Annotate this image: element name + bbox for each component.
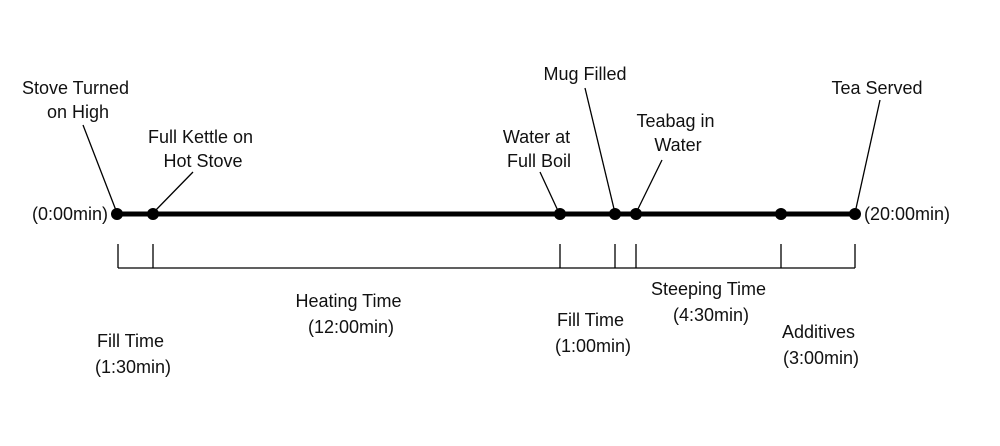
leader-kettle-on xyxy=(152,171,194,214)
event-label-mug-filled: Mug Filled xyxy=(543,64,626,84)
leader-stove-on xyxy=(82,124,118,214)
dot-stove-on xyxy=(111,208,123,220)
event-label-full-boil: Water at Full Boil xyxy=(503,127,575,171)
dot-additives-start xyxy=(775,208,787,220)
dot-kettle-on xyxy=(147,208,159,220)
phase-label-additives: Additives (3:00min) xyxy=(782,322,860,368)
dot-full-boil xyxy=(554,208,566,220)
event-label-kettle-on: Full Kettle on Hot Stove xyxy=(148,127,258,171)
event-label-teabag-in: Teabag in Water xyxy=(636,111,719,155)
event-label-tea-served: Tea Served xyxy=(831,78,922,98)
start-time-label: (0:00min) xyxy=(32,204,108,224)
leader-full-boil xyxy=(539,171,560,214)
dot-teabag-in xyxy=(630,208,642,220)
phase-label-fill-time-2: Fill Time (1:00min) xyxy=(555,310,631,356)
event-dots xyxy=(111,208,861,220)
phase-label-steeping-time: Steeping Time (4:30min) xyxy=(651,279,771,325)
leader-mug-filled xyxy=(584,87,616,214)
end-time-label: (20:00min) xyxy=(864,204,950,224)
event-leaders xyxy=(82,87,881,214)
phase-label-heating-time: Heating Time (12:00min) xyxy=(295,291,406,337)
event-label-stove-on: Stove Turned on High xyxy=(22,78,134,122)
leader-tea-served xyxy=(854,99,881,214)
phase-label-fill-time-1: Fill Time (1:30min) xyxy=(95,331,171,377)
leader-teabag-in xyxy=(635,159,663,214)
phase-brackets xyxy=(117,244,856,269)
dot-mug-filled xyxy=(609,208,621,220)
dot-tea-served xyxy=(849,208,861,220)
